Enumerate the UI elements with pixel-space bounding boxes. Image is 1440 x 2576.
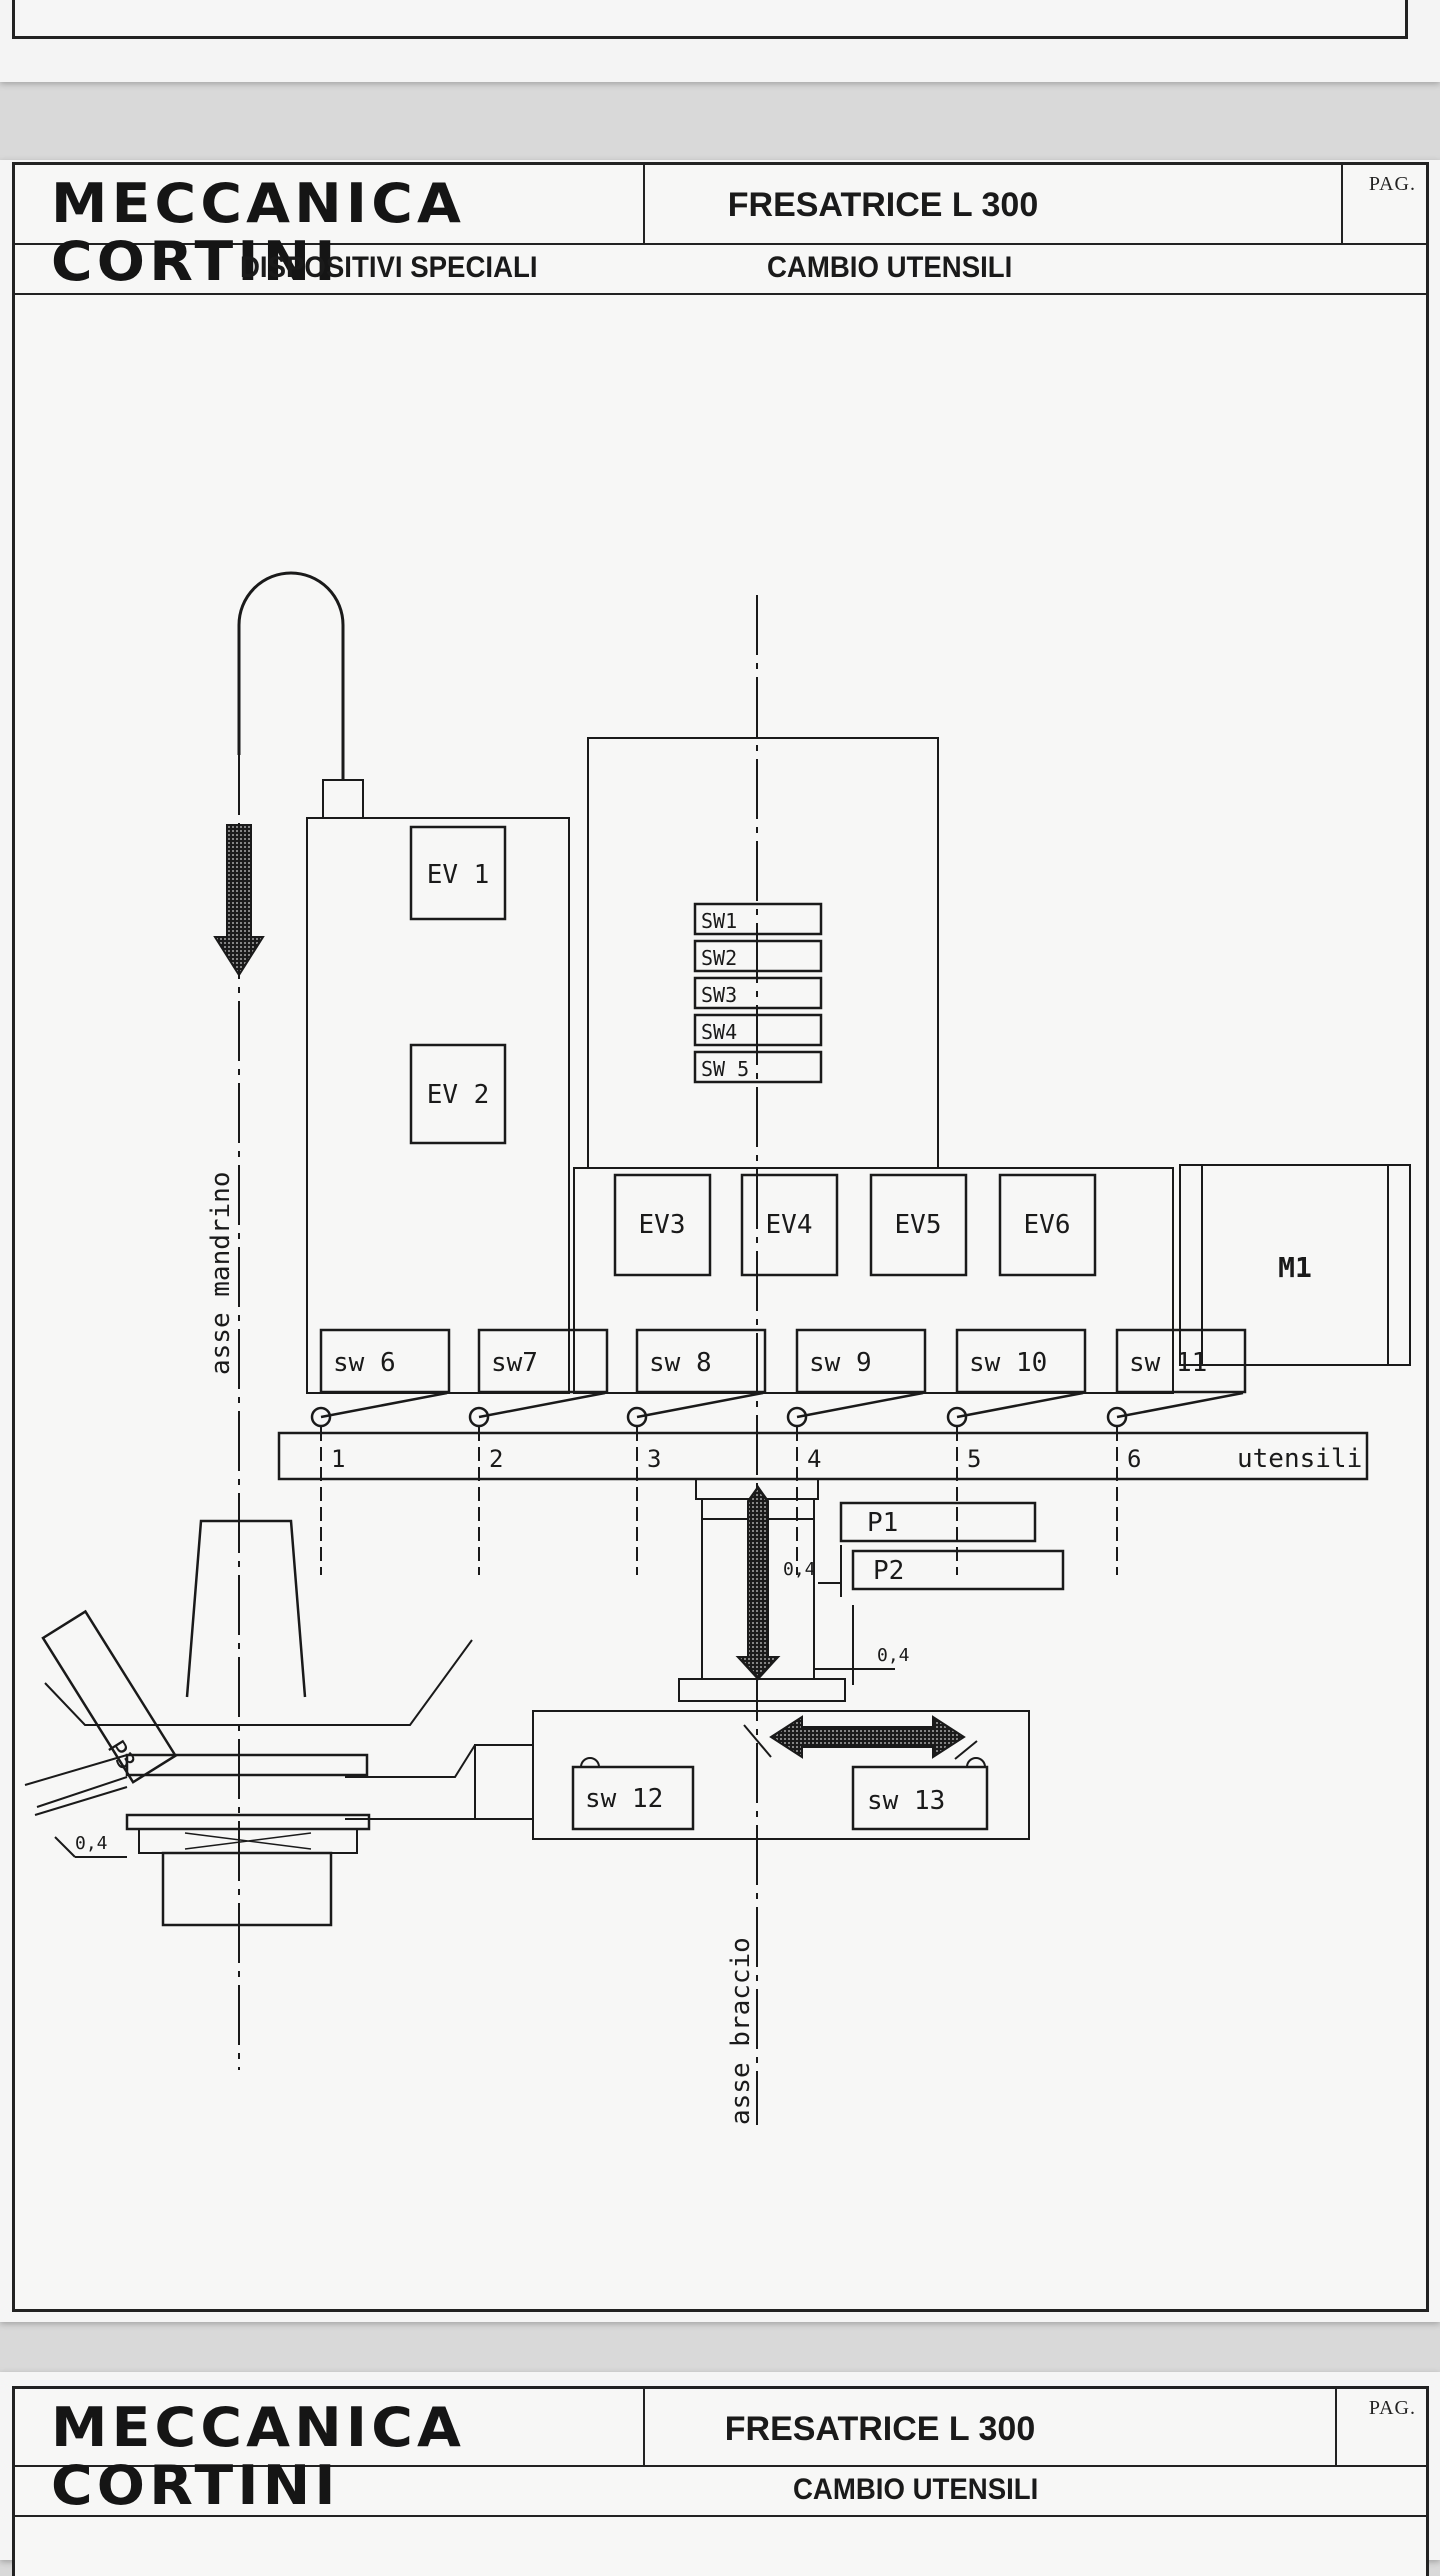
subtitle-block: DISPOSITIVI SPECIALI CAMBIO UTENSILI — [15, 243, 1426, 295]
sw12-label: sw 12 — [585, 1784, 663, 1814]
sw10-label: sw 10 — [969, 1348, 1047, 1378]
cylinder-base — [678, 1678, 846, 1702]
position-3: 3 — [647, 1445, 661, 1473]
sw7-label: sw7 — [491, 1348, 538, 1378]
upper-switch-stack — [693, 902, 823, 1084]
ev1-label: EV 1 — [427, 860, 490, 890]
sw6-label: sw 6 — [333, 1348, 396, 1378]
sw1-label: SW1 — [701, 909, 737, 933]
ev2-label: EV 2 — [427, 1080, 490, 1110]
tool-shank — [161, 1851, 333, 1927]
tool-change-schematic: EV 1 EV 2 SW1 SW2 SW3 SW4 SW 5 — [24, 571, 1411, 2125]
horizontal-double-arrow-icon — [769, 1715, 966, 1759]
next-machine-title-text: FRESATRICE L 300 — [724, 2410, 1036, 2448]
arm-carriage — [532, 1710, 1030, 1840]
document-page: MECCANICA CORTINI FRESATRICE L 300 PAG. … — [0, 160, 1440, 2322]
position-5: 5 — [967, 1445, 981, 1473]
hose-loop — [237, 571, 345, 780]
ev3-label: EV3 — [639, 1210, 686, 1240]
sw3-label: SW3 — [701, 983, 737, 1007]
ev6-label: EV6 — [1024, 1210, 1071, 1240]
next-page-number-label: PAG. — [1368, 2397, 1416, 2419]
next-page: MECCANICA CORTINI FRESATRICE L 300 PAG. … — [0, 2372, 1440, 2576]
ev4-label: EV4 — [766, 1210, 813, 1240]
position-6: 6 — [1127, 1445, 1141, 1473]
ev5-label: EV5 — [895, 1210, 942, 1240]
position-2: 2 — [489, 1445, 503, 1473]
sw2-label: SW2 — [701, 946, 737, 970]
ev5-box — [869, 1173, 968, 1277]
motor-m1-box — [1179, 1164, 1411, 1366]
sw13-box — [851, 1765, 989, 1831]
tool-holder-cone — [185, 1519, 307, 1698]
spindle-arrow-icon — [213, 824, 265, 977]
gap-label-p1: 0,4 — [877, 1645, 910, 1666]
ev1-box — [409, 825, 507, 921]
arm-axis-label: asse braccio — [726, 1937, 756, 2125]
previous-page-frame — [12, 0, 1408, 39]
previous-page — [0, 0, 1440, 82]
tool-position-lines — [320, 1427, 1118, 1575]
position-4: 4 — [807, 1445, 821, 1473]
gap-label-p3: 0,4 — [75, 1833, 108, 1854]
title-block: MECCANICA CORTINI FRESATRICE L 300 PAG. — [15, 165, 1426, 293]
next-subtitle-block: CAMBIO UTENSILI — [15, 2465, 1426, 2517]
ev2-box — [409, 1043, 507, 1145]
sw12-box — [571, 1765, 695, 1831]
sw9-label: sw 9 — [809, 1348, 872, 1378]
tool-rack-bar — [277, 1431, 1369, 1481]
utensili-label: utensili — [1237, 1444, 1362, 1474]
hose-connector — [322, 779, 364, 819]
sw11-label: sw 11 — [1129, 1348, 1207, 1378]
sw4-label: SW4 — [701, 1020, 737, 1044]
next-page-sheet: MECCANICA CORTINI FRESATRICE L 300 PAG. … — [12, 2386, 1429, 2576]
sw13-label: sw 13 — [867, 1786, 945, 1816]
sw5-label: SW 5 — [701, 1057, 749, 1081]
spindle-axis-label: asse mandrino — [206, 1172, 236, 1376]
next-machine-title: FRESATRICE L 300 — [643, 2389, 1337, 2467]
ev6-box — [998, 1173, 1097, 1277]
drawing-sheet: MECCANICA CORTINI FRESATRICE L 300 PAG. … — [12, 162, 1429, 2312]
sw8-label: sw 8 — [649, 1348, 712, 1378]
sensor-p2-box — [851, 1549, 1065, 1591]
machine-title: FRESATRICE L 300 — [643, 165, 1343, 243]
next-subsection-title: CAMBIO UTENSILI — [793, 2473, 1039, 2506]
gap-label-p2: 0,4 — [783, 1559, 816, 1580]
page-number-label: PAG. — [1368, 173, 1416, 195]
ev3-box — [613, 1173, 712, 1277]
sensor-p3 — [41, 1609, 178, 1784]
subsection-title: CAMBIO UTENSILI — [767, 251, 1013, 284]
switch-block-upper — [587, 737, 939, 1169]
machine-title-text: FRESATRICE L 300 — [727, 186, 1039, 224]
tool-flange-ring — [125, 1813, 371, 1831]
lower-switch-row — [310, 1328, 1247, 1428]
tool-flange-top — [125, 1753, 369, 1777]
motor-m1-label: M1 — [1278, 1251, 1312, 1284]
next-title-block: MECCANICA CORTINI FRESATRICE L 300 PAG. — [15, 2389, 1426, 2517]
section-title: DISPOSITIVI SPECIALI — [240, 251, 538, 284]
sensor-p1-label: P1 — [867, 1508, 898, 1538]
company-logo: MECCANICA CORTINI — [51, 172, 466, 293]
sensor-p2-label: P2 — [873, 1556, 904, 1586]
position-1: 1 — [331, 1445, 345, 1473]
ev4-box — [740, 1173, 839, 1277]
sensor-p1-box — [839, 1501, 1037, 1543]
next-company-logo: MECCANICA CORTINI — [51, 2396, 466, 2517]
